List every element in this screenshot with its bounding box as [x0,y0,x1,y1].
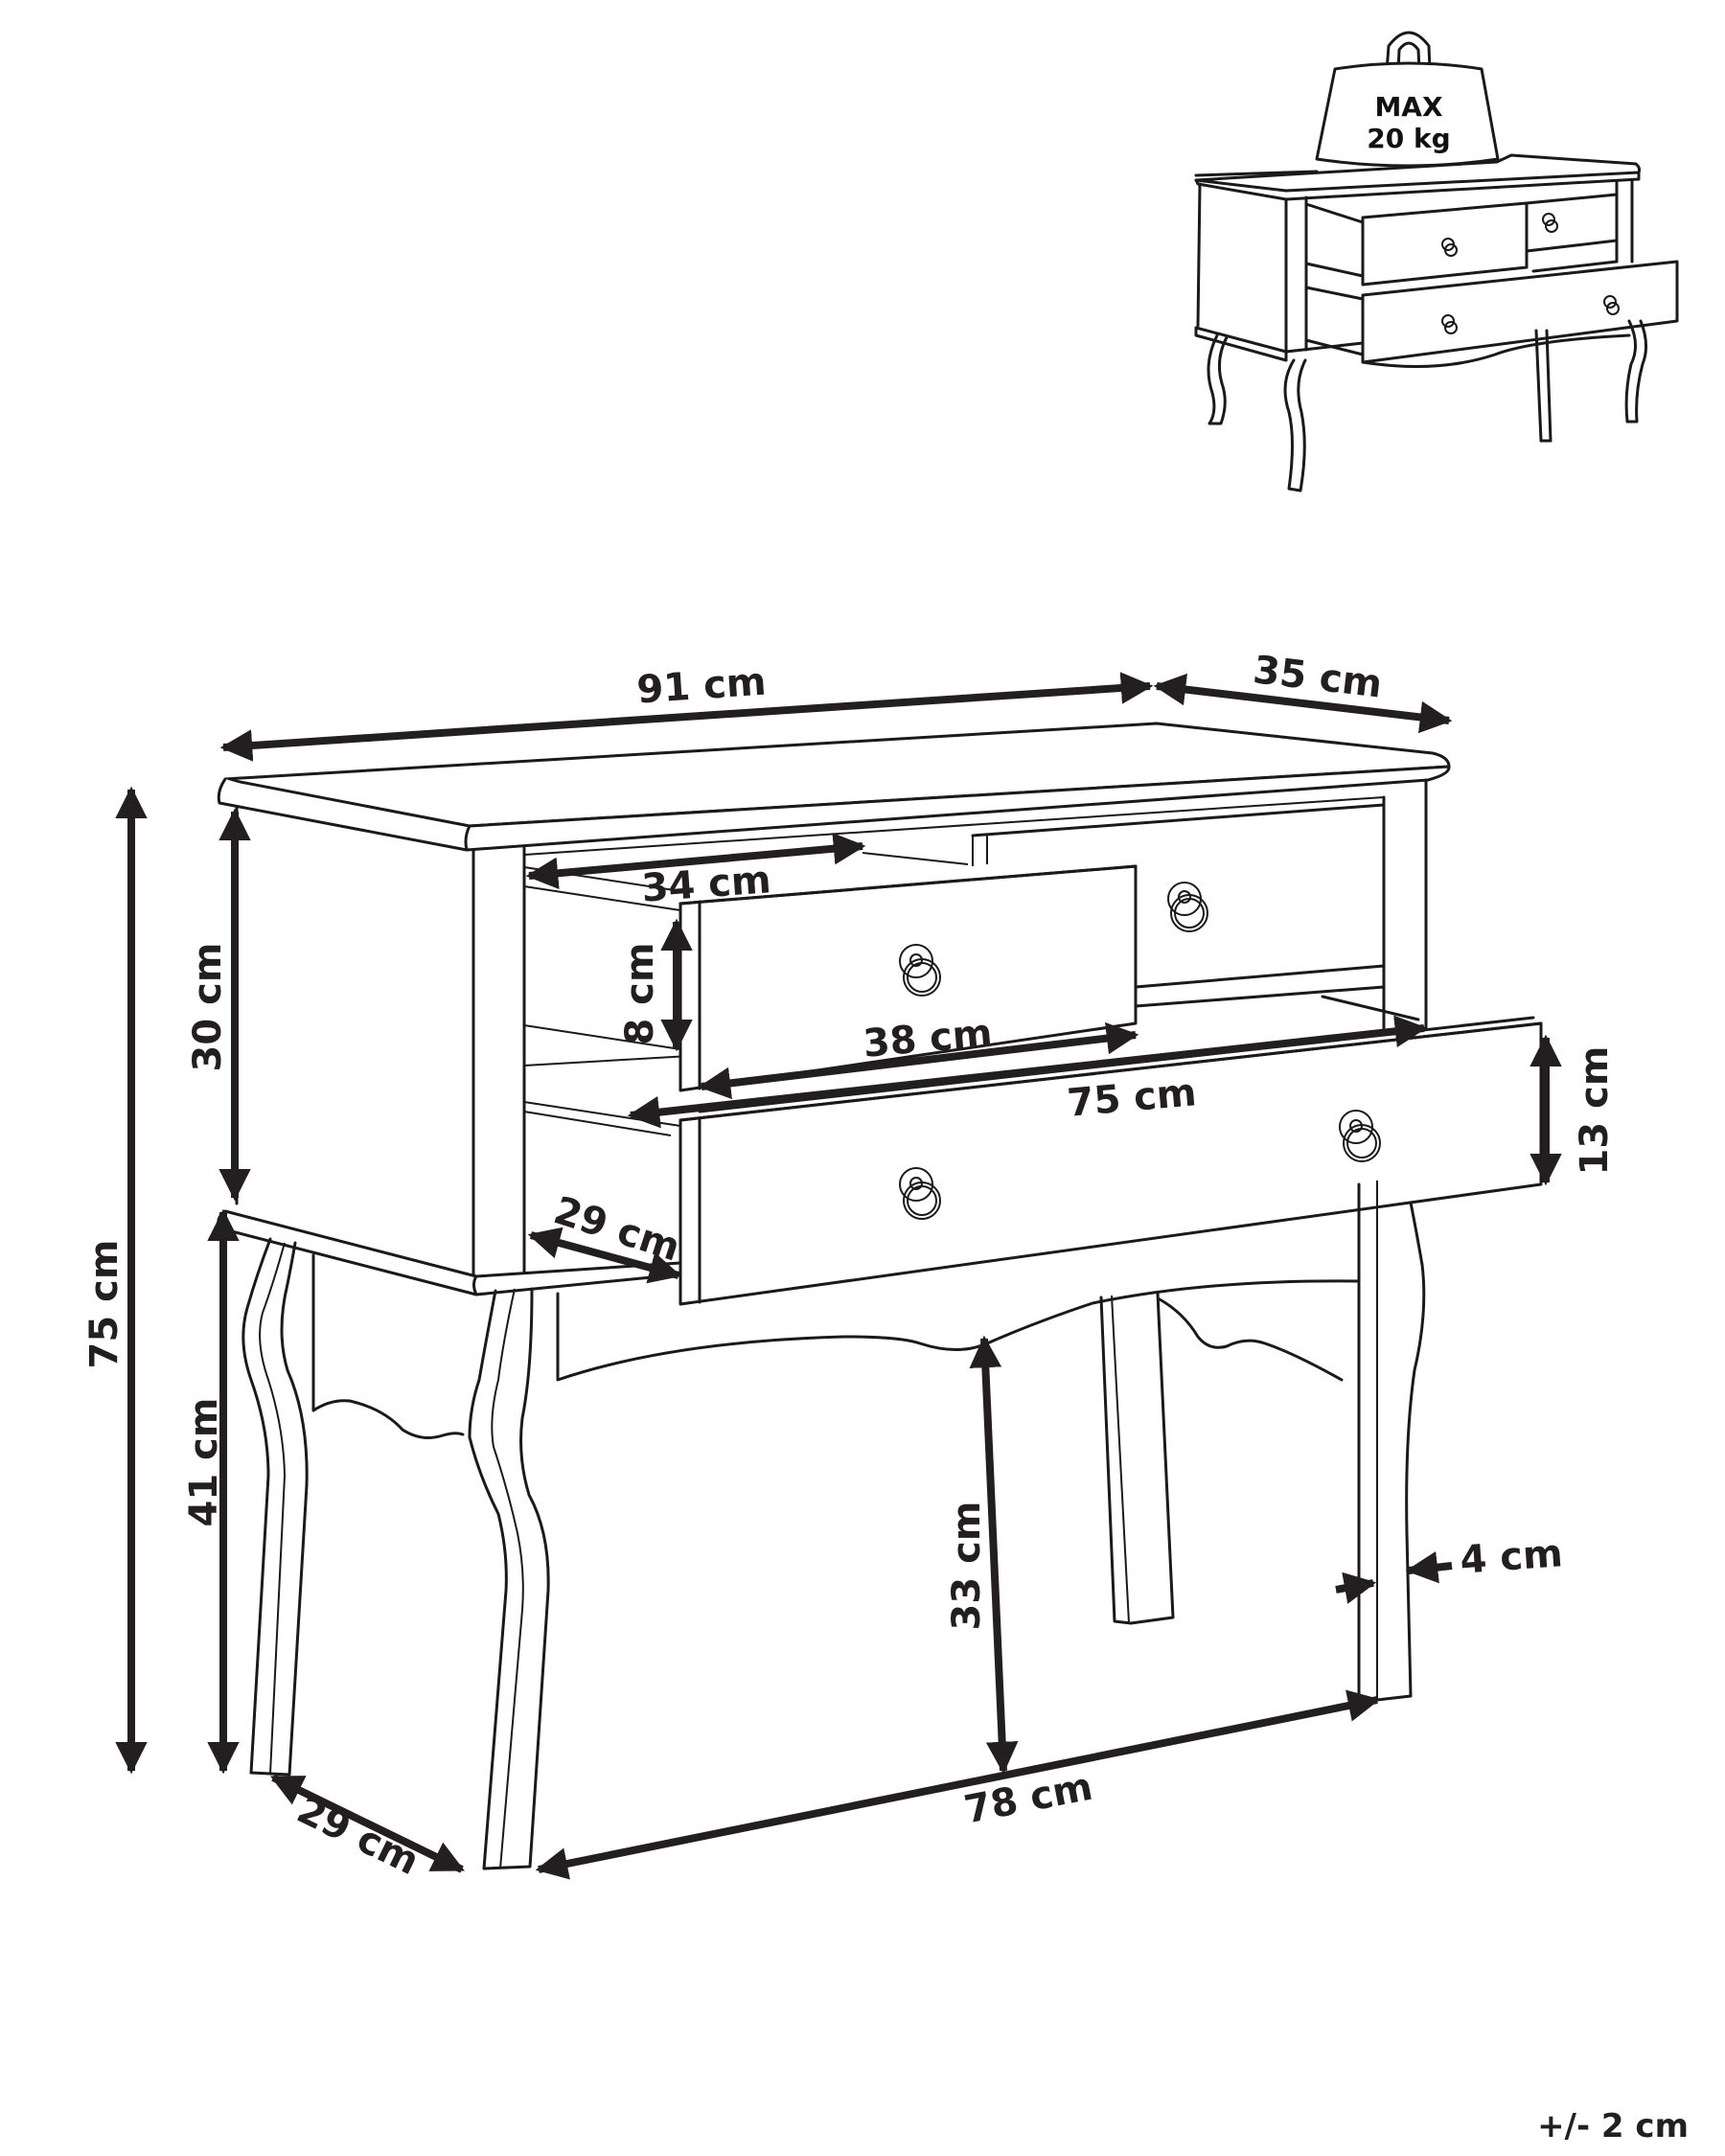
drawer-width-75-arrow [627,1015,1428,1129]
leg-span-78-label: 78 cm [961,1765,1096,1833]
width-91-arrow [219,672,1154,762]
drawer-height-13-label: 13 cm [1573,1046,1617,1176]
load-weight-label: 20 kg [1367,123,1450,154]
clearance-33-label: 33 cm [945,1502,989,1631]
large-drawer-knob-left [899,1167,941,1220]
dimension-lines [115,672,1562,1880]
back-apron [1158,1297,1344,1382]
leg-depth-29-arrow [269,1774,466,1873]
load-max-label: MAX [1374,91,1443,123]
right-drawer-knob [1167,882,1208,932]
drawer-depth-34-label: 34 cm [640,858,772,910]
height-41-label: 41 cm [182,1398,226,1527]
console-table-drawing [217,722,1543,1870]
dimension-labels: 91 cm 35 cm 75 cm 30 cm 41 cm 34 cm 8 cm… [82,648,1689,2145]
front-apron [556,1279,1361,1382]
leg-thickness-4-label: 4 cm [1459,1531,1564,1582]
leg-span-78-arrow [535,1689,1381,1880]
drawer-height-8-label: 8 cm [618,942,662,1044]
weight-icon: MAX 20 kg [1315,31,1500,168]
leg-depth-29-label: 29 cm [290,1788,426,1885]
clearance-33-arrow [969,1335,1019,1775]
back-right-leg [1099,1292,1175,1625]
depth-35-arrow [1153,673,1453,734]
thumbnail-illustration: MAX 20 kg [1194,31,1679,493]
leg-thickness-right-arrow [1405,1550,1453,1584]
drawer-depth-29-arrow [527,1227,682,1284]
left-side-panel [235,805,526,1278]
back-left-leg [242,1237,309,1777]
height-75-label: 75 cm [82,1240,126,1369]
width-91-label: 91 cm [635,660,768,713]
front-right-leg [1357,1182,1426,1702]
right-post [1382,778,1428,1030]
drawer-depth-34-arrow [525,832,866,890]
leg-thickness-left-arrow [1335,1571,1377,1604]
tolerance-note: +/- 2 cm [1537,2107,1689,2145]
side-apron [311,1253,465,1439]
height-30-label: 30 cm [186,943,230,1072]
front-left-leg [468,1287,550,1870]
small-drawer-knob [899,944,941,997]
